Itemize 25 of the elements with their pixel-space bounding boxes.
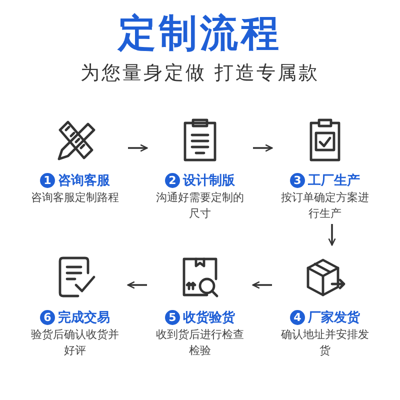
step-number-badge: 5 <box>165 310 180 326</box>
step-number-badge: 1 <box>40 173 55 188</box>
title: 定制流程 <box>116 10 283 57</box>
step-title: 设计制版 <box>183 174 235 189</box>
arrow <box>328 224 336 246</box>
step-title: 咨询客服 <box>58 174 110 189</box>
step-number-badge: 2 <box>165 173 180 188</box>
step-description: 确认地址并安排发货 <box>280 327 370 359</box>
step-title: 完成交易 <box>58 310 110 326</box>
step-number-badge: 6 <box>40 310 55 326</box>
step-title: 收货验货 <box>183 310 235 326</box>
step-title: 厂家发货 <box>308 310 360 326</box>
step-description: 收到货后进行检查检验 <box>155 327 245 359</box>
subtitle: 为您量身定做 打造专属款 <box>79 61 321 86</box>
step-number-badge: 4 <box>290 310 305 326</box>
arrow <box>127 281 147 289</box>
step-description: 按订单确定方案进行生产 <box>280 190 370 222</box>
step-description: 沟通好需要定制的尺寸 <box>155 190 245 222</box>
step-description: 咨询客服定制路程 <box>30 190 120 206</box>
step-number-badge: 3 <box>290 173 305 188</box>
step-description: 验货后确认收货并好评 <box>30 327 120 359</box>
arrow <box>252 281 272 289</box>
arrow <box>253 144 273 152</box>
step-title: 工厂生产 <box>308 174 360 189</box>
arrow <box>128 144 148 152</box>
